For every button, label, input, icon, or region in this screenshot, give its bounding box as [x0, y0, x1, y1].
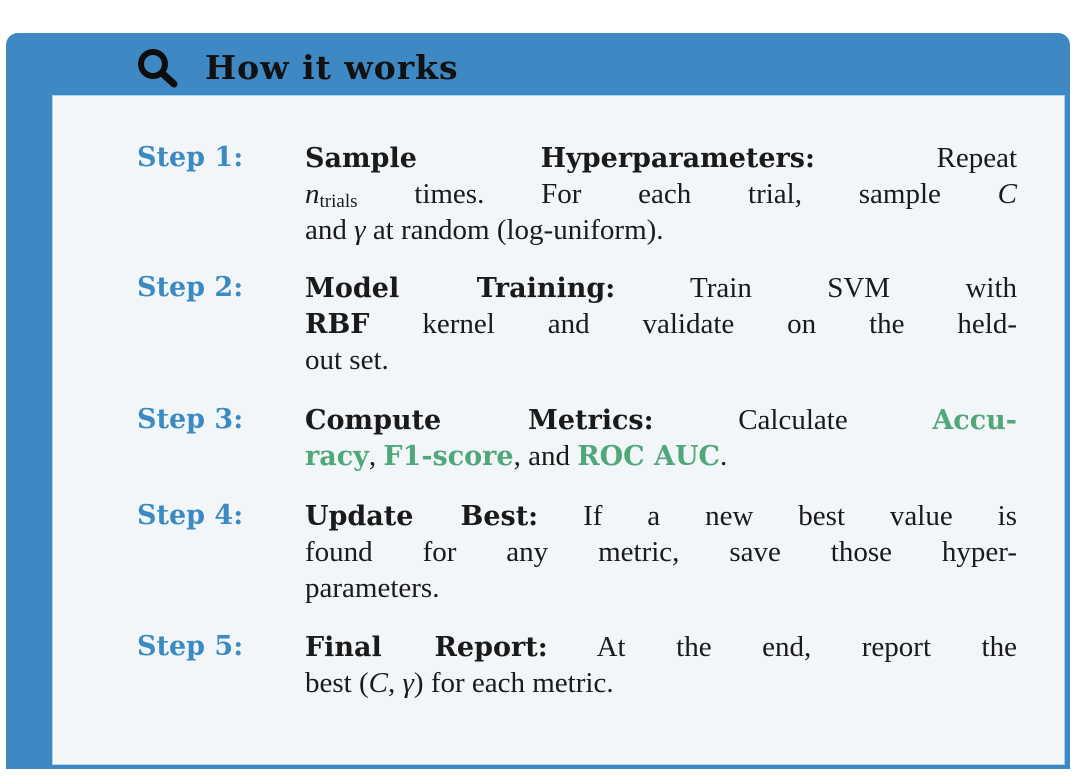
step-text-line: and γ at random (log-uniform). — [305, 214, 664, 246]
n-trials-var: ntrials — [305, 178, 358, 212]
step-heading: Update Best: — [305, 501, 539, 532]
step-label: Step 1: — [137, 142, 244, 173]
step-heading: Model Training: — [305, 273, 616, 304]
box-title: How it works — [205, 48, 459, 87]
box-header: How it works — [135, 40, 459, 95]
step-text-line: RBF kernel and validate on the held- — [305, 308, 1017, 340]
step-text-line: Compute Metrics: Calculate Accu- — [305, 404, 1017, 436]
step-text-line: out set. — [305, 344, 389, 376]
step-heading: Compute Metrics: — [305, 405, 654, 436]
step-label: Step 2: — [137, 272, 244, 303]
step-label: Step 4: — [137, 500, 244, 531]
search-icon — [138, 48, 178, 87]
step-heading: Sample Hyperparameters: — [305, 143, 815, 174]
step-heading: Final Report: — [305, 632, 548, 663]
metric-f1: F1-score — [383, 441, 514, 472]
c-var: C — [997, 178, 1017, 210]
step-text-line: found for any metric, save those hyper- — [305, 536, 1017, 568]
step-label: Step 5: — [137, 631, 244, 662]
step-text-line: Sample Hyperparameters: Repeat — [305, 142, 1017, 174]
step-text-line: Model Training: Train SVM with — [305, 272, 1017, 304]
metric-accuracy: racy — [305, 441, 369, 472]
steps-panel — [52, 95, 1065, 765]
kernel-name: RBF — [305, 309, 370, 340]
step-text-line: best (C, γ) for each metric. — [305, 667, 614, 699]
step-text-line: Final Report: At the end, report the — [305, 631, 1017, 663]
metric-roc-auc: ROC AUC — [577, 441, 721, 472]
step-label: Step 3: — [137, 404, 244, 435]
step-text-line: ntrials times. For each trial, sample C — [305, 178, 1017, 212]
step-text-line: racy, F1-score, and ROC AUC. — [305, 440, 728, 472]
metric-accuracy: Accu- — [932, 405, 1017, 436]
step-text-line: Update Best: If a new best value is — [305, 500, 1017, 532]
step-text-line: parameters. — [305, 572, 440, 604]
